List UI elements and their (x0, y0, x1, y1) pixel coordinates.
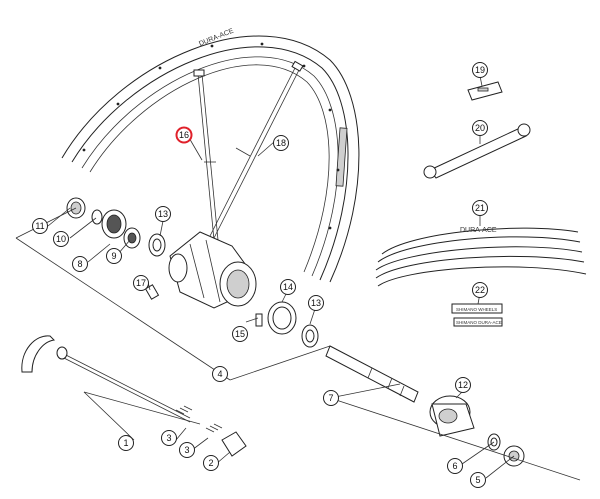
svg-text:9: 9 (111, 251, 116, 261)
callout-19: 19 (472, 62, 488, 78)
svg-text:3: 3 (166, 433, 171, 443)
freehub-body (429, 395, 475, 437)
callout-2: 2 (203, 455, 219, 471)
svg-text:6: 6 (452, 461, 457, 471)
sticker-line-2: SHIMANO DURA-ACE (456, 320, 502, 325)
callout-16: 16 (175, 126, 193, 144)
quick-release (21, 335, 247, 457)
callout-3b: 3 (179, 442, 195, 458)
callout-21: 21 (472, 200, 488, 216)
callout-8: 8 (72, 256, 88, 272)
callout-14: 14 (280, 279, 296, 295)
svg-text:3: 3 (184, 445, 189, 455)
right-hub-parts (255, 301, 319, 348)
callout-11: 11 (32, 218, 48, 234)
rim-decal-text: DURA-ACE (198, 28, 235, 48)
callout-9: 9 (106, 248, 122, 264)
svg-text:7: 7 (328, 393, 333, 403)
callout-13a: 13 (155, 206, 171, 222)
sticker-line-1: SHIMANO WHEELS (456, 307, 497, 312)
svg-text:13: 13 (158, 209, 168, 219)
svg-text:14: 14 (283, 282, 293, 292)
callout-13b: 13 (308, 295, 324, 311)
svg-text:4: 4 (217, 369, 222, 379)
hub-body (168, 231, 257, 309)
callout-15: 15 (232, 326, 248, 342)
rim: DURA-ACE (61, 28, 360, 283)
svg-text:1: 1 (123, 438, 128, 448)
svg-text:22: 22 (475, 285, 485, 295)
spoke-wrench (467, 81, 503, 101)
right-end-parts (487, 433, 525, 467)
callout-10: 10 (53, 231, 69, 247)
callout-17: 17 (133, 275, 149, 291)
svg-text:10: 10 (56, 234, 66, 244)
callout-3a: 3 (161, 430, 177, 446)
callout-1: 1 (118, 435, 134, 451)
svg-text:15: 15 (235, 329, 245, 339)
callout-22: 22 (472, 282, 488, 298)
svg-text:8: 8 (77, 259, 82, 269)
callout-7: 7 (323, 390, 339, 406)
callout-20: 20 (472, 120, 488, 136)
callout-5: 5 (470, 472, 486, 488)
svg-text:20: 20 (475, 123, 485, 133)
svg-text:12: 12 (458, 380, 468, 390)
callout-12: 12 (455, 377, 471, 393)
wheel-stickers: SHIMANO WHEELS SHIMANO DURA-ACE (451, 303, 503, 327)
callout-4: 4 (212, 366, 228, 382)
svg-text:5: 5 (475, 475, 480, 485)
axle (325, 345, 419, 403)
decal-set-text: DURA-ACE (460, 227, 497, 234)
combo-wrench (423, 123, 531, 179)
svg-text:2: 2 (208, 458, 213, 468)
svg-text:11: 11 (35, 221, 44, 231)
rim-decal-set: DURA-ACE (375, 227, 587, 287)
svg-text:21: 21 (475, 203, 485, 213)
svg-text:16: 16 (179, 130, 189, 140)
callout-18: 18 (273, 135, 289, 151)
spokes (193, 60, 304, 241)
svg-text:18: 18 (276, 138, 286, 148)
rim-decal-panel (335, 127, 348, 187)
svg-text:19: 19 (475, 65, 485, 75)
callout-6: 6 (447, 458, 463, 474)
svg-text:13: 13 (311, 298, 321, 308)
leader-lines (15, 75, 581, 481)
svg-text:17: 17 (136, 278, 146, 288)
